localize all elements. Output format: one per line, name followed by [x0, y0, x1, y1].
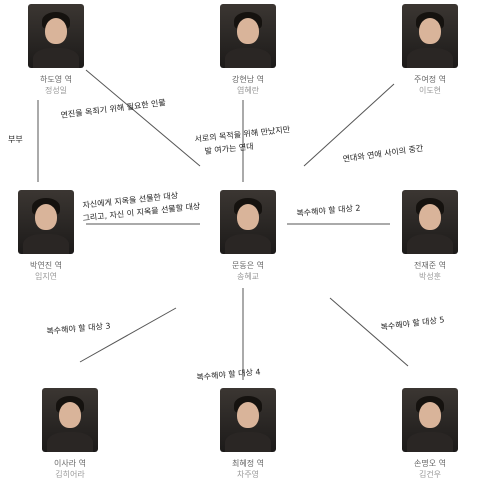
portrait-photo [220, 388, 276, 452]
actor-name: 이도현 [418, 86, 442, 95]
character-role: 전재준 역 [414, 261, 446, 270]
character-card-mid-center: 문동은 역 송혜교 [208, 190, 288, 282]
character-card-bottom-center: 최혜정 역 차주영 [208, 388, 288, 480]
portrait-photo [18, 190, 74, 254]
character-role: 주여정 역 [414, 75, 446, 84]
portrait-photo [402, 388, 458, 452]
portrait-photo [402, 4, 458, 68]
portrait-photo [220, 190, 276, 254]
character-card-bottom-right: 손명오 역 김건우 [390, 388, 470, 480]
character-card-bottom-left: 이사라 역 김히어라 [30, 388, 110, 480]
actor-name: 정성일 [44, 86, 68, 95]
actor-name: 김히어라 [55, 470, 85, 479]
portrait-photo [28, 4, 84, 68]
actor-name: 김건우 [418, 470, 442, 479]
line-target-5 [329, 297, 409, 367]
actor-name: 송혜교 [236, 272, 260, 281]
actor-name: 임지연 [34, 272, 58, 281]
character-role: 최혜정 역 [232, 459, 264, 468]
character-card-top-left: 하도영 역 정성일 [16, 4, 96, 96]
character-role: 문동은 역 [232, 261, 264, 270]
actor-name: 박성훈 [418, 272, 442, 281]
character-card-mid-right: 전재준 역 박성훈 [390, 190, 470, 282]
character-card-top-right: 주여정 역 이도현 [390, 4, 470, 96]
portrait-photo [220, 4, 276, 68]
label-couple: 부부 [8, 135, 23, 144]
character-card-mid-left: 박연진 역 임지연 [6, 190, 86, 282]
line-needed-person [85, 69, 201, 167]
character-role: 손명오 역 [414, 459, 446, 468]
line-target-3 [79, 307, 177, 363]
portrait-photo [402, 190, 458, 254]
line-romance [303, 83, 395, 167]
actor-name: 염혜란 [236, 86, 260, 95]
character-card-top-center: 강현남 역 염혜란 [208, 4, 288, 96]
character-role: 하도영 역 [40, 75, 72, 84]
character-role: 강현남 역 [232, 75, 264, 84]
portrait-photo [42, 388, 98, 452]
character-role: 이사라 역 [54, 459, 86, 468]
actor-name: 차주영 [236, 470, 260, 479]
character-role: 박연진 역 [30, 261, 62, 270]
